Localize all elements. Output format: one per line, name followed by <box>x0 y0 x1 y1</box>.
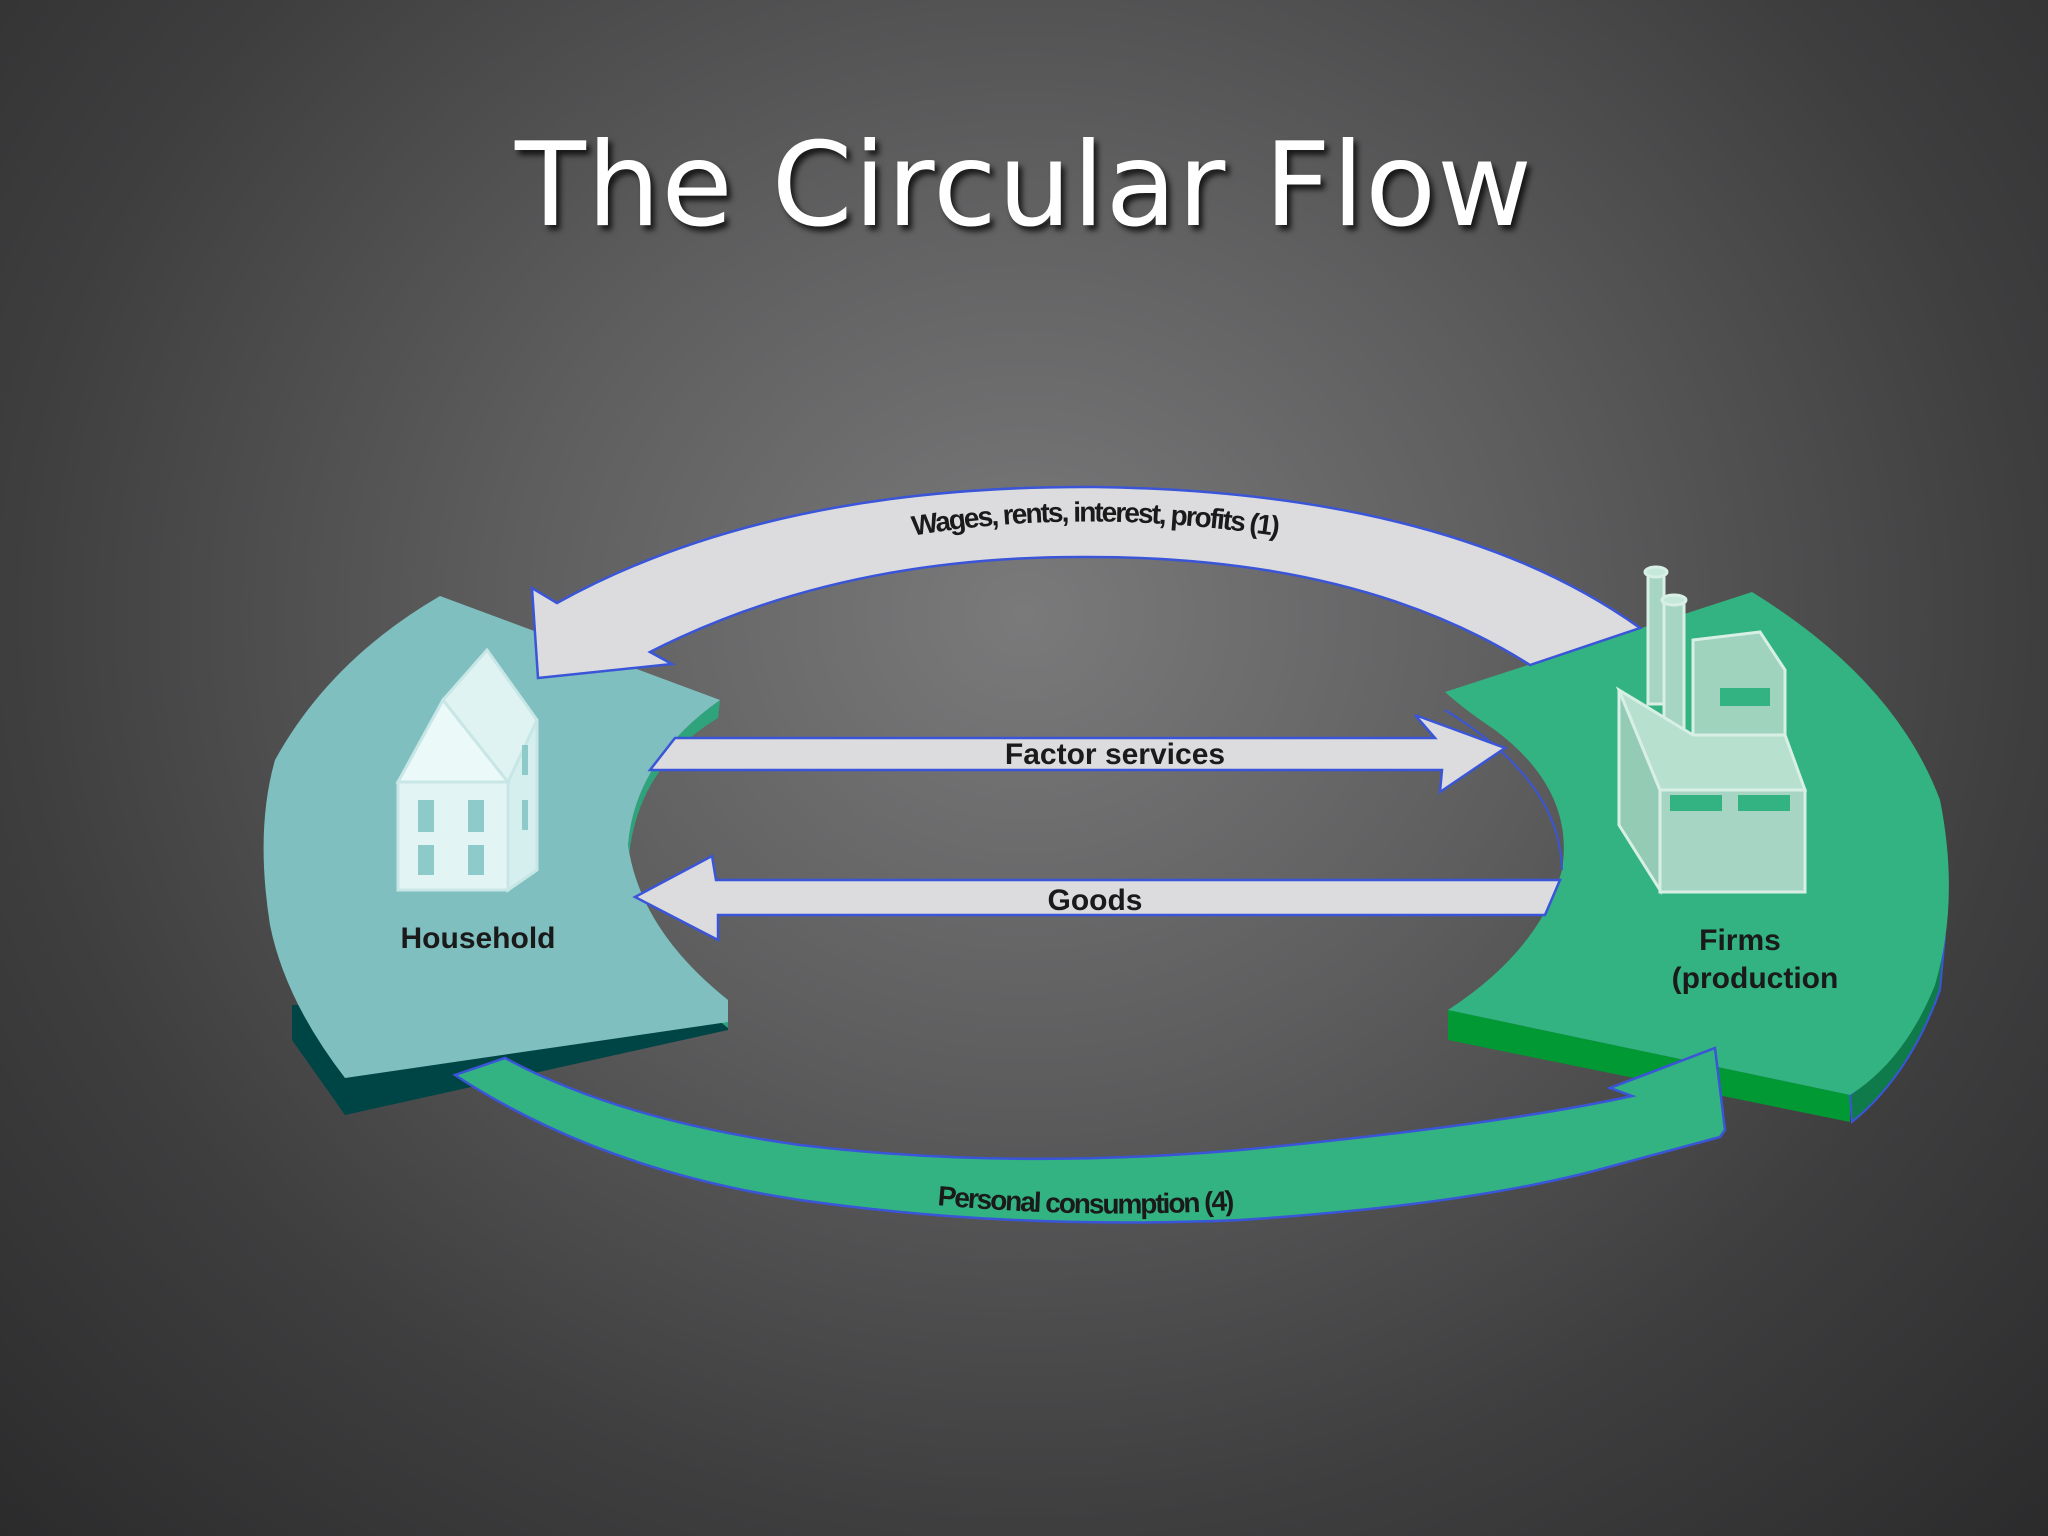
goods-label: Goods <box>1048 884 1143 917</box>
firms-block-side <box>1448 1010 1850 1122</box>
factor-services-arrow: Factor services <box>647 713 1508 795</box>
household-label: Household <box>401 922 556 955</box>
firms-inner-edge <box>1444 709 1563 871</box>
firms-sublabel: (production <box>1672 962 1839 995</box>
consumption-arrow: Personal consumption (4) <box>452 1046 1727 1224</box>
firms-label: Firms <box>1699 924 1781 957</box>
factory-icon <box>1615 565 1808 896</box>
factor-services-label: Factor services <box>1005 738 1225 771</box>
house-icon <box>395 647 539 893</box>
wages-arrow: Wages, rents, interest, profits (1) <box>530 485 1643 680</box>
slide-title: The Circular Flow <box>515 118 1533 253</box>
goods-arrow: Goods <box>632 854 1562 943</box>
